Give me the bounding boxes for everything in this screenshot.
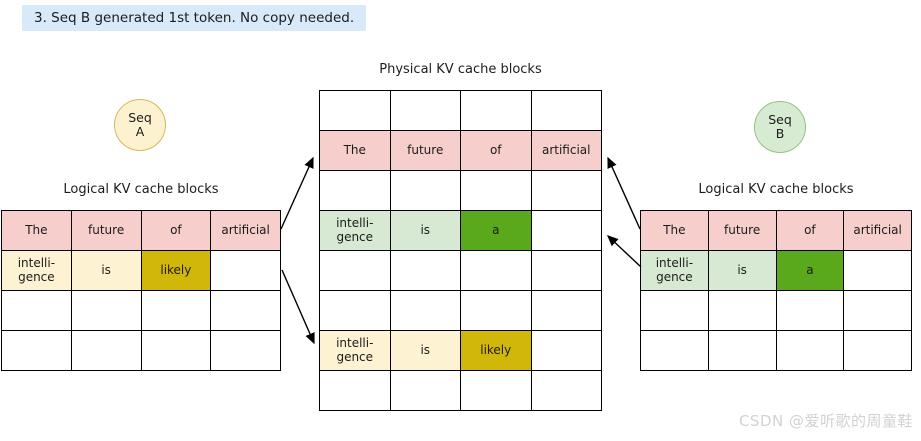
logical-blocks-a-label: Logical KV cache blocks: [63, 182, 219, 197]
physical-blocks-label: Physical KV cache blocks: [379, 62, 542, 77]
kv-empty-cell: [70, 290, 142, 331]
kv-token-cell: The: [640, 210, 709, 251]
kv-empty-cell: [319, 370, 391, 411]
kv-empty-cell: [389, 90, 461, 131]
kv-token-cell: is: [389, 330, 461, 371]
kv-empty-cell: [530, 370, 602, 411]
kv-empty-cell: [530, 330, 602, 371]
kv-token-cell: intelli- gence: [640, 250, 709, 291]
kv-empty-cell: [460, 290, 532, 331]
kv-empty-cell: [530, 290, 602, 331]
kv-empty-cell: [140, 290, 212, 331]
kv-token-cell: of: [140, 210, 212, 251]
seq-b-badge: Seq B: [754, 101, 806, 153]
arrow-seqA-block0-to-physical: [280, 156, 314, 230]
kv-empty-cell: [460, 170, 532, 211]
kv-empty-cell: [530, 170, 602, 211]
kv-token-cell: The: [319, 130, 391, 171]
kv-token-cell: intelli- gence: [319, 210, 391, 251]
kv-token-cell: of: [775, 210, 845, 251]
kv-token-cell: artificial: [843, 210, 912, 251]
step-title-banner: 3. Seq B generated 1st token. No copy ne…: [22, 5, 367, 31]
kv-empty-cell: [389, 290, 461, 331]
kv-token-cell: likely: [140, 250, 212, 291]
kv-token-cell: of: [460, 130, 532, 171]
kv-empty-cell: [460, 370, 532, 411]
kv-token-cell: is: [707, 250, 777, 291]
kv-empty-cell: [389, 250, 461, 291]
arrow-seqB-block0-to-physical: [607, 156, 641, 230]
kv-row: [319, 250, 602, 291]
arrow-seqB-block1-to-physical: [606, 235, 642, 268]
kv-token-cell: is: [70, 250, 142, 291]
kv-row: [319, 290, 602, 331]
kv-token-cell: intelli- gence: [1, 250, 72, 291]
kv-empty-cell: [1, 290, 72, 331]
csdn-watermark: CSDN @爱听歌的周童鞋: [738, 412, 913, 430]
kv-empty-cell: [775, 290, 845, 331]
kv-token-cell: future: [70, 210, 142, 251]
logical-blocks-b-label: Logical KV cache blocks: [698, 182, 854, 197]
kv-empty-cell: [319, 290, 391, 331]
kv-empty-cell: [707, 290, 777, 331]
kv-empty-cell: [775, 330, 845, 371]
kv-empty-cell: [843, 330, 912, 371]
kv-empty-cell: [460, 90, 532, 131]
kv-token-cell: intelli- gence: [319, 330, 391, 371]
kv-empty-cell: [389, 370, 461, 411]
kv-empty-cell: [210, 250, 281, 291]
kv-empty-cell: [210, 290, 281, 331]
kv-empty-cell: [319, 90, 391, 131]
kv-empty-cell: [319, 170, 391, 211]
kv-token-cell: artificial: [530, 130, 602, 171]
kv-empty-cell: [460, 250, 532, 291]
kv-token-cell: a: [775, 250, 845, 291]
kv-row: [640, 330, 912, 371]
kv-row: [319, 370, 602, 411]
kv-empty-cell: [140, 330, 212, 371]
kv-token-cell: future: [389, 130, 461, 171]
kv-token-cell: is: [389, 210, 461, 251]
kv-empty-cell: [389, 170, 461, 211]
kv-row: [640, 290, 912, 331]
kv-row: [319, 90, 602, 131]
kv-empty-cell: [1, 330, 72, 371]
kv-token-cell: likely: [460, 330, 532, 371]
kv-empty-cell: [707, 330, 777, 371]
kv-empty-cell: [640, 290, 709, 331]
kv-token-cell: The: [1, 210, 72, 251]
arrow-seqA-block1-to-physical: [281, 269, 315, 345]
kv-token-cell: artificial: [210, 210, 281, 251]
kv-empty-cell: [640, 330, 709, 371]
kv-row: [319, 170, 602, 211]
kv-token-cell: future: [707, 210, 777, 251]
kv-empty-cell: [843, 250, 912, 291]
kv-empty-cell: [319, 250, 391, 291]
kv-empty-cell: [530, 210, 602, 251]
kv-empty-cell: [530, 90, 602, 131]
kv-row: [1, 290, 281, 331]
kv-empty-cell: [530, 250, 602, 291]
kv-empty-cell: [210, 330, 281, 371]
kv-empty-cell: [843, 290, 912, 331]
seq-a-badge: Seq A: [114, 99, 166, 151]
kv-row: [1, 330, 281, 371]
kv-empty-cell: [70, 330, 142, 371]
kv-token-cell: a: [460, 210, 532, 251]
